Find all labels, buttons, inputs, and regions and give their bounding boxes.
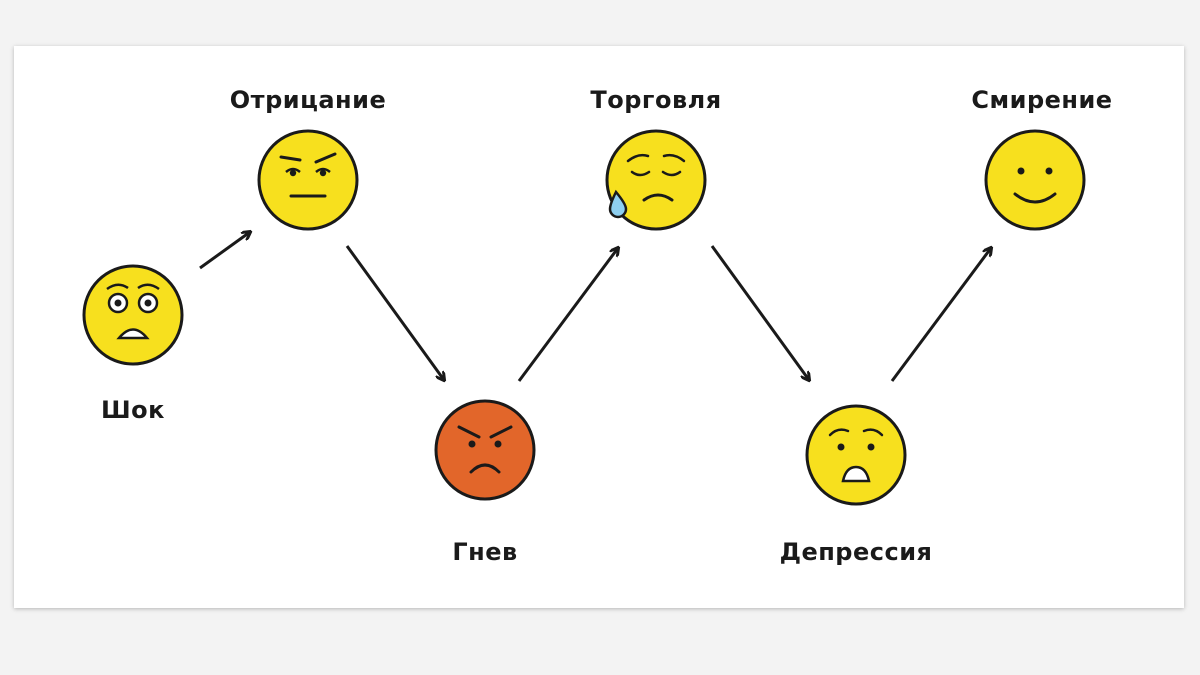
stage-label-shock: Шок [101, 396, 165, 424]
arrow-shock-to-denial [199, 232, 250, 270]
shocked-face-icon [82, 264, 184, 366]
arrow-bargaining-to-depression [710, 245, 809, 380]
neutral-face-icon [257, 129, 359, 231]
stage-label-bargaining: Торговля [590, 86, 722, 114]
arrow-denial-to-anger [345, 245, 444, 380]
angry-face-icon [434, 399, 536, 501]
stage-label-anger: Гнев [452, 538, 518, 566]
fearful-face-icon [805, 404, 907, 506]
sad-tear-face-icon [605, 129, 707, 231]
arrow-depression-to-acceptance [890, 248, 991, 382]
smiling-face-icon [984, 129, 1086, 231]
stage-label-denial: Отрицание [229, 86, 387, 114]
arrow-anger-to-bargaining [517, 248, 618, 382]
stage-label-depression: Депрессия [779, 538, 933, 566]
stage-label-acceptance: Смирение [971, 86, 1113, 114]
diagram-card [14, 46, 1184, 608]
